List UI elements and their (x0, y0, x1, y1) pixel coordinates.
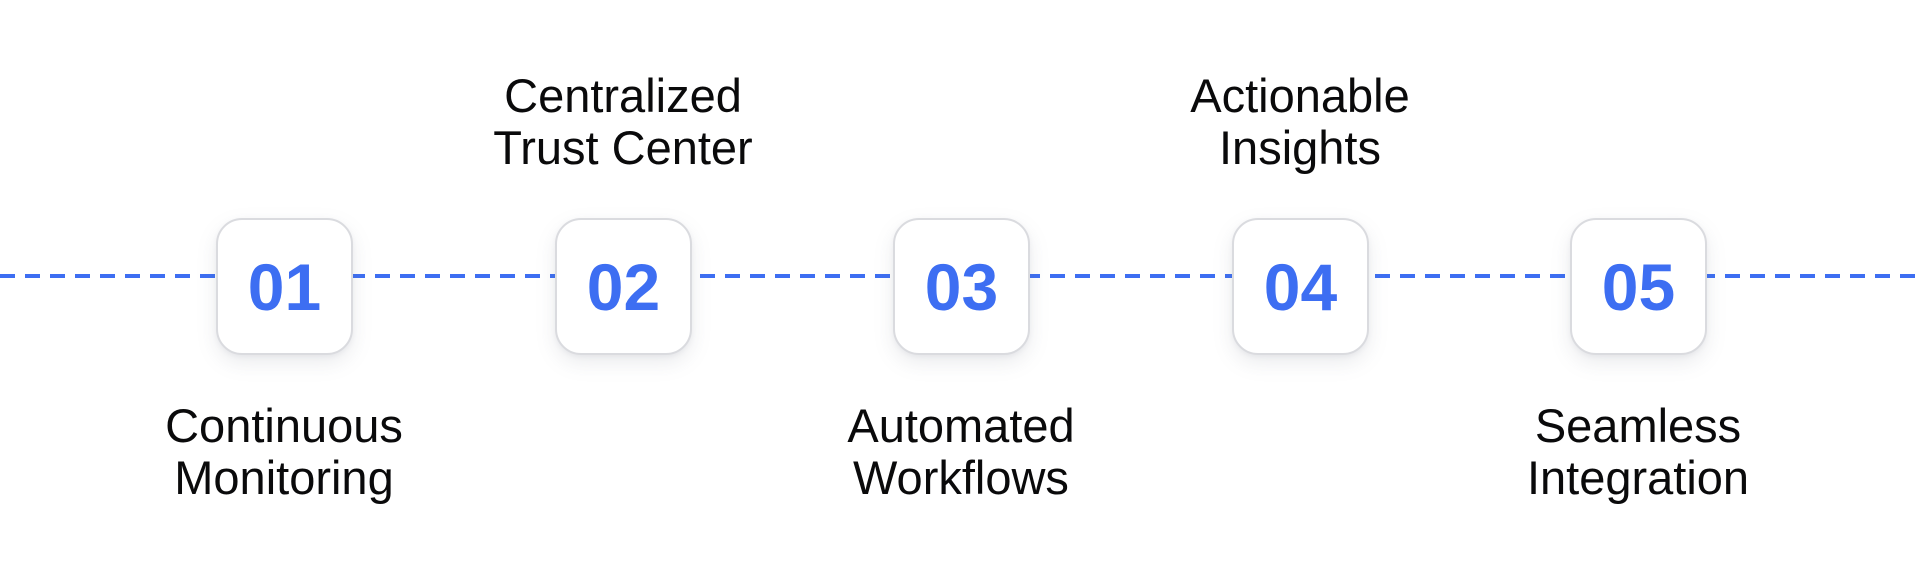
step-number-02: 02 (586, 249, 661, 324)
step-label-seamless-integration: Seamless Integration (1428, 400, 1848, 504)
step-number-05: 05 (1601, 249, 1676, 324)
step-box-04: 04 (1232, 218, 1369, 355)
step-label-line: Continuous (165, 399, 403, 452)
step-label-line: Monitoring (174, 451, 394, 504)
step-label-line: Integration (1526, 451, 1750, 504)
step-box-01: 01 (216, 218, 353, 355)
step-label-automated-workflows: Automated Workflows (751, 400, 1171, 504)
step-box-03: 03 (893, 218, 1030, 355)
step-label-line: Centralized (504, 69, 742, 122)
step-label-line: Insights (1219, 121, 1381, 174)
step-label-line: Seamless (1534, 399, 1742, 452)
step-number-04: 04 (1263, 249, 1338, 324)
step-number-03: 03 (924, 249, 999, 324)
step-label-line: Trust Center (493, 121, 753, 174)
step-label-line: Workflows (853, 451, 1069, 504)
step-label-line: Actionable (1190, 69, 1410, 122)
step-number-01: 01 (247, 249, 322, 324)
step-box-02: 02 (555, 218, 692, 355)
step-label-continuous-monitoring: Continuous Monitoring (74, 400, 494, 504)
step-label-actionable-insights: Actionable Insights (1090, 70, 1510, 174)
step-box-05: 05 (1570, 218, 1707, 355)
step-label-centralized-trust-center: Centralized Trust Center (413, 70, 833, 174)
step-label-line: Automated (847, 399, 1075, 452)
